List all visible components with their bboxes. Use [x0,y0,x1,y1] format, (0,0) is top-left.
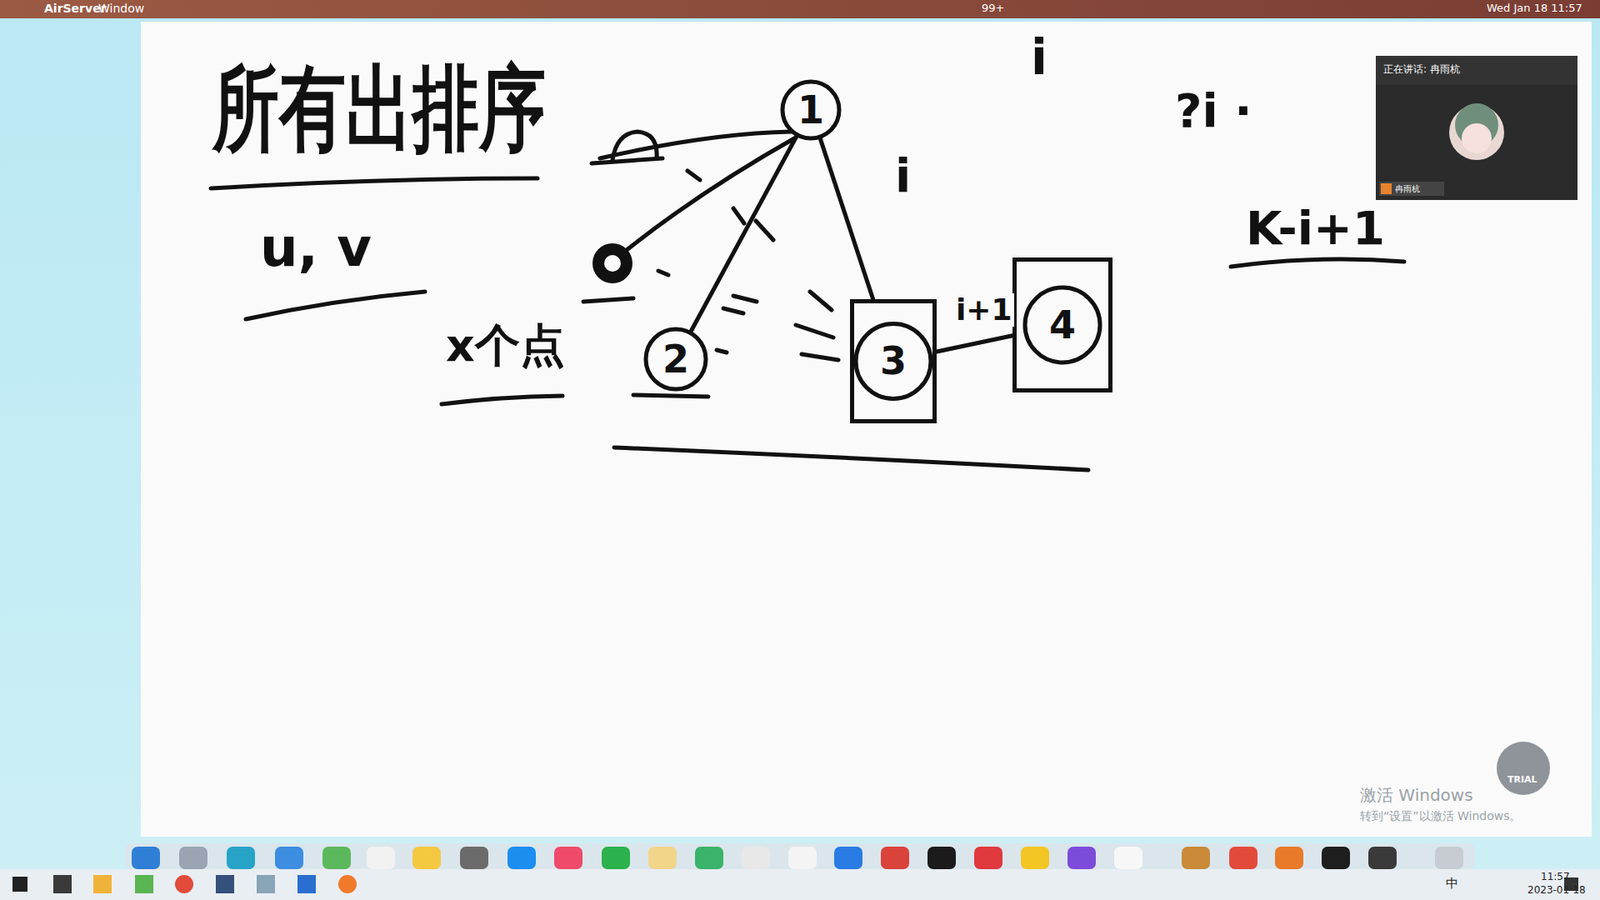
app-icon [1275,846,1304,870]
edge-label: i [893,150,913,202]
branch-line [626,137,796,250]
taskbar-date: 2023-01-18 [1527,885,1586,896]
app-icon [1229,846,1258,870]
circle-node: 2 [643,326,709,392]
node-number: 1 [797,90,825,130]
menu-app-name: AirServer [44,2,107,15]
app-icon [834,846,863,870]
app-icon [880,846,910,870]
hat-shape [591,131,663,164]
app-icon [927,846,956,870]
node-number: 3 [880,341,907,380]
speaker-tag [1379,181,1445,196]
underline [1230,259,1405,267]
edge-line [936,335,1013,352]
handwriting-strokes [210,131,1405,470]
speaker-name: 冉雨杭 [1395,184,1420,194]
whiteboard [140,21,1592,837]
title-underline [210,178,538,189]
app-icon [974,846,1003,870]
dock-icons [131,846,1464,870]
edge-line [820,139,874,299]
handwritten-note: K-i+1 [1245,202,1385,255]
app-icon [131,846,160,870]
trial-badge: TRIAL [1507,775,1538,785]
node-number: 2 [662,340,690,379]
app-icon [179,846,208,870]
app-icon [460,846,489,870]
handwritten-note: i [1030,31,1048,85]
speaker-panel [1375,55,1578,200]
app-icon [1321,846,1350,870]
square-outline [852,300,935,421]
app-icon [554,846,583,870]
app-icon [788,846,817,870]
circle-outline [855,323,931,399]
title-handwriting: 所有出排序 [212,58,546,161]
menu-bar [0,0,1600,19]
edge-line [691,137,797,331]
handwritten-note: u, v [260,218,372,277]
activation-watermark: 激活 Windows [1360,785,1474,805]
trial-button [1496,741,1550,795]
app-icon [1181,846,1210,870]
square-outline [1015,260,1111,391]
underline [245,291,425,320]
app-icon [648,846,677,870]
app-icon [507,846,536,870]
taskbar-clock: 11:57 [1540,871,1570,883]
taskbar-icon [215,875,235,894]
taskbar-icon [256,875,275,894]
taskbar-icons [12,875,1579,894]
dock [125,843,1475,870]
underline [441,395,563,405]
menu-item: Window [98,2,145,15]
circle-outline [645,329,706,390]
menu-clock: Wed Jan 18 11:57 [1486,2,1583,15]
ime-indicator: 中 [1445,876,1459,891]
app-icon [1067,846,1096,870]
speaker-panel-header [1375,55,1578,85]
underline [583,298,709,397]
app-icon [366,846,395,870]
bottom-line [614,447,1089,470]
start-button [12,876,28,892]
app-icon [1114,846,1143,870]
taskbar-icon [297,875,316,894]
app-icon [601,846,630,870]
circle-outline [782,81,840,139]
activation-watermark: 转到“设置”以激活 Windows。 [1360,810,1521,823]
speaker-status: 正在讲话: 冉雨杭 [1383,64,1460,75]
app-icon [412,846,441,870]
app-icon [1368,846,1397,870]
app-icon [741,846,770,870]
taskbar-icon [175,875,194,894]
app-icon [1020,846,1050,870]
boxed-circle-node: 3 [850,299,937,424]
filled-node-center [604,255,621,272]
app-icon [226,846,255,870]
app-icon [322,846,351,870]
filled-node [592,243,633,284]
boxed-circle-node: 4 [1012,257,1113,393]
taskbar-icon [338,875,357,894]
circle-node: 1 [780,79,842,141]
badge-count: 99+ [981,2,1005,15]
avatar-face [1461,123,1492,154]
handwritten-note: x个点 [445,320,565,370]
circle-outline [1025,287,1100,363]
handwritten-note: ?i · [1175,85,1252,137]
node-number: 4 [1049,305,1076,345]
taskbar-icon [53,875,72,894]
taskbar-icon [93,875,112,894]
mic-icon [1380,183,1392,195]
app-icon [1435,846,1464,870]
taskbar-icon [135,875,154,894]
app-icon [275,846,304,870]
edge-label: i+1 [954,293,1015,327]
app-icon [695,846,724,870]
taskbar [0,869,1600,900]
